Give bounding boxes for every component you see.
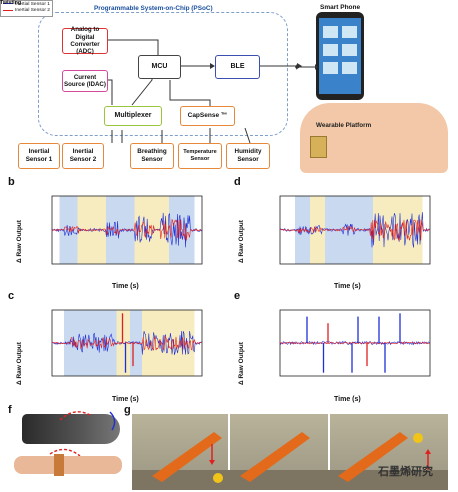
- robot-arm-photo: [22, 414, 120, 444]
- wrist-sensor: [54, 454, 64, 476]
- smartphone-illustration: [316, 12, 364, 100]
- e-plot: [279, 309, 431, 377]
- watermark-text: 石墨烯研究: [378, 466, 433, 478]
- b-plot: [51, 195, 203, 265]
- sensor-inertial-2: Inertial Sensor 2: [62, 143, 104, 169]
- adc-block: Analog to Digital Converter (ADC): [62, 26, 108, 55]
- ble-block: BLE: [215, 55, 260, 79]
- sensor-temperature: Temperature Sensor: [178, 143, 222, 169]
- d-band-1: [310, 196, 325, 264]
- d-series-sensor2: [279, 219, 430, 241]
- multiplexer-block: Multiplexer: [104, 106, 162, 126]
- panel-label-f: f: [8, 404, 12, 416]
- mcu-block: MCU: [138, 55, 181, 79]
- e-series-sensor2: [279, 341, 430, 345]
- b-band-0: [59, 196, 78, 264]
- c-series-sensor2: [51, 335, 202, 352]
- d-xlabel: Time (s): [334, 283, 361, 290]
- smartphone-label: Smart Phone: [320, 4, 361, 11]
- ble-to-phone-arrow: [295, 64, 318, 70]
- b-series-sensor1: [51, 212, 202, 248]
- c-xlabel: Time (s): [112, 396, 139, 403]
- panel-label-g: g: [124, 404, 131, 416]
- e-xlabel: Time (s): [334, 396, 361, 403]
- e-ylabel: Δ Raw Output: [238, 342, 245, 385]
- e-legend-entry: Inertial Sensor 2: [3, 8, 50, 14]
- sensor-inertial-1: Inertial Sensor 1: [18, 143, 60, 169]
- b-series-sensor2: [51, 219, 202, 241]
- capsense-block: CapSense ™: [180, 106, 235, 126]
- d-plot: [279, 195, 431, 265]
- psoc-boundary: [38, 12, 288, 136]
- panel-label-d: d: [234, 176, 241, 188]
- g-robot-arms: [132, 432, 448, 490]
- panel-label-c: c: [8, 290, 15, 302]
- wearable-patch: [310, 136, 327, 158]
- e-annotation: Twisting: [0, 0, 22, 6]
- human-arm-photo: [14, 456, 122, 474]
- f-rotation-arrows: [49, 411, 116, 457]
- c-plot: [51, 309, 203, 377]
- wearable-platform-label: Wearable Platform: [316, 122, 372, 129]
- c-ylabel: Δ Raw Output: [16, 342, 23, 385]
- panel-label-b: b: [8, 176, 15, 188]
- b-xlabel: Time (s): [112, 283, 139, 290]
- d-ylabel: Δ Raw Output: [238, 220, 245, 263]
- psoc-title: Programmable System-on-Chip (PSoC): [92, 5, 215, 12]
- sensor-humidity: Humidity Sensor: [226, 143, 270, 169]
- e-legend-entry: Inertial Sensor 1: [3, 2, 50, 8]
- b-ylabel: Δ Raw Output: [16, 220, 23, 263]
- sensor-breathing: Breathing Sensor: [130, 143, 174, 169]
- idac-block: Current Source (IDAC): [62, 70, 108, 92]
- panel-label-e: e: [234, 290, 241, 302]
